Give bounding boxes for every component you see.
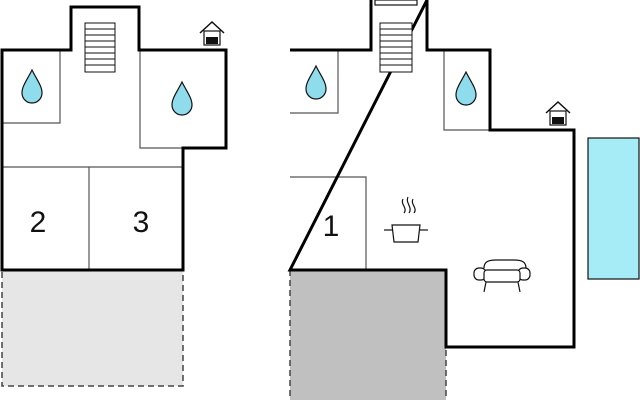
room-label-3: 3 — [133, 206, 150, 239]
ground-floor: 1 — [287, 0, 576, 400]
terrace-dashed-border — [1, 272, 184, 387]
terrace-dark — [290, 270, 446, 400]
water-drop-icon — [171, 80, 193, 116]
room-label-1: 1 — [323, 210, 340, 243]
room-label-2: 2 — [30, 206, 47, 239]
water-drop-icon — [305, 64, 327, 100]
interior-walls — [290, 50, 490, 270]
outer-wall-ground-floor — [287, 0, 576, 349]
outer-wall-upper-floor — [0, 5, 228, 272]
fireplace-icon — [545, 100, 571, 126]
upper-floor: 2 3 — [0, 5, 228, 387]
sofa-icon — [473, 259, 531, 293]
fireplace-icon — [199, 20, 225, 46]
water-drop-icon — [21, 68, 43, 104]
entrance-opening — [374, 0, 418, 6]
pool-icon — [587, 137, 640, 280]
kitchen-pot-icon — [384, 196, 428, 243]
stairs-icon — [379, 22, 413, 73]
water-drop-icon — [455, 70, 477, 106]
terrace-light — [2, 270, 183, 386]
stairs-icon — [84, 22, 116, 73]
